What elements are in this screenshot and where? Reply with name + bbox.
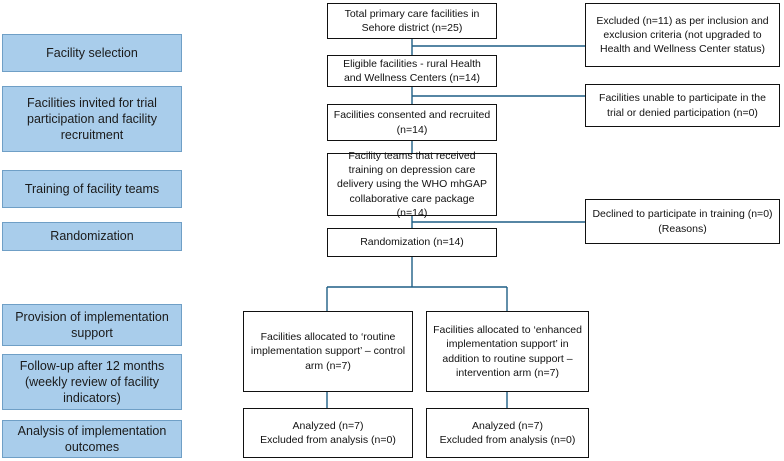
stage-recruitment: Facilities invited for trial participati… [2,86,182,152]
box-consented-recruited: Facilities consented and recruited (n=14… [327,104,497,141]
box-eligible-facilities: Eligible facilities - rural Health and W… [327,55,497,87]
analyzed-control-line1: Analyzed (n=7) [292,419,364,432]
box-excluded: Excluded (n=11) as per inclusion and exc… [585,3,780,67]
box-intervention-arm: Facilities allocated to ‘enhanced implem… [426,311,589,392]
stage-training: Training of facility teams [2,170,182,208]
box-analyzed-intervention: Analyzed (n=7) Excluded from analysis (n… [426,408,589,458]
analyzed-intervention-line1: Analyzed (n=7) [472,419,543,432]
box-control-arm: Facilities allocated to ‘routine impleme… [243,311,413,392]
stage-analysis: Analysis of implementation outcomes [2,420,182,458]
stage-implementation-support: Provision of implementation support [2,304,182,346]
box-declined-training: Declined to participate in training (n=0… [585,199,780,244]
analyzed-intervention-line2: Excluded from analysis (n=0) [439,434,576,446]
analyzed-control-line2: Excluded from analysis (n=0) [260,434,396,446]
box-analyzed-control: Analyzed (n=7) Excluded from analysis (n… [243,408,413,458]
box-total-facilities: Total primary care facilities in Sehore … [327,3,497,39]
stage-follow-up: Follow-up after 12 months (weekly review… [2,354,182,410]
stage-randomization: Randomization [2,222,182,251]
box-unable-to-participate: Facilities unable to participate in the … [585,84,780,127]
box-trained-teams: Facility teams that received training on… [327,150,497,219]
stage-facility-selection: Facility selection [2,34,182,72]
box-randomization: Randomization (n=14) [327,228,497,257]
